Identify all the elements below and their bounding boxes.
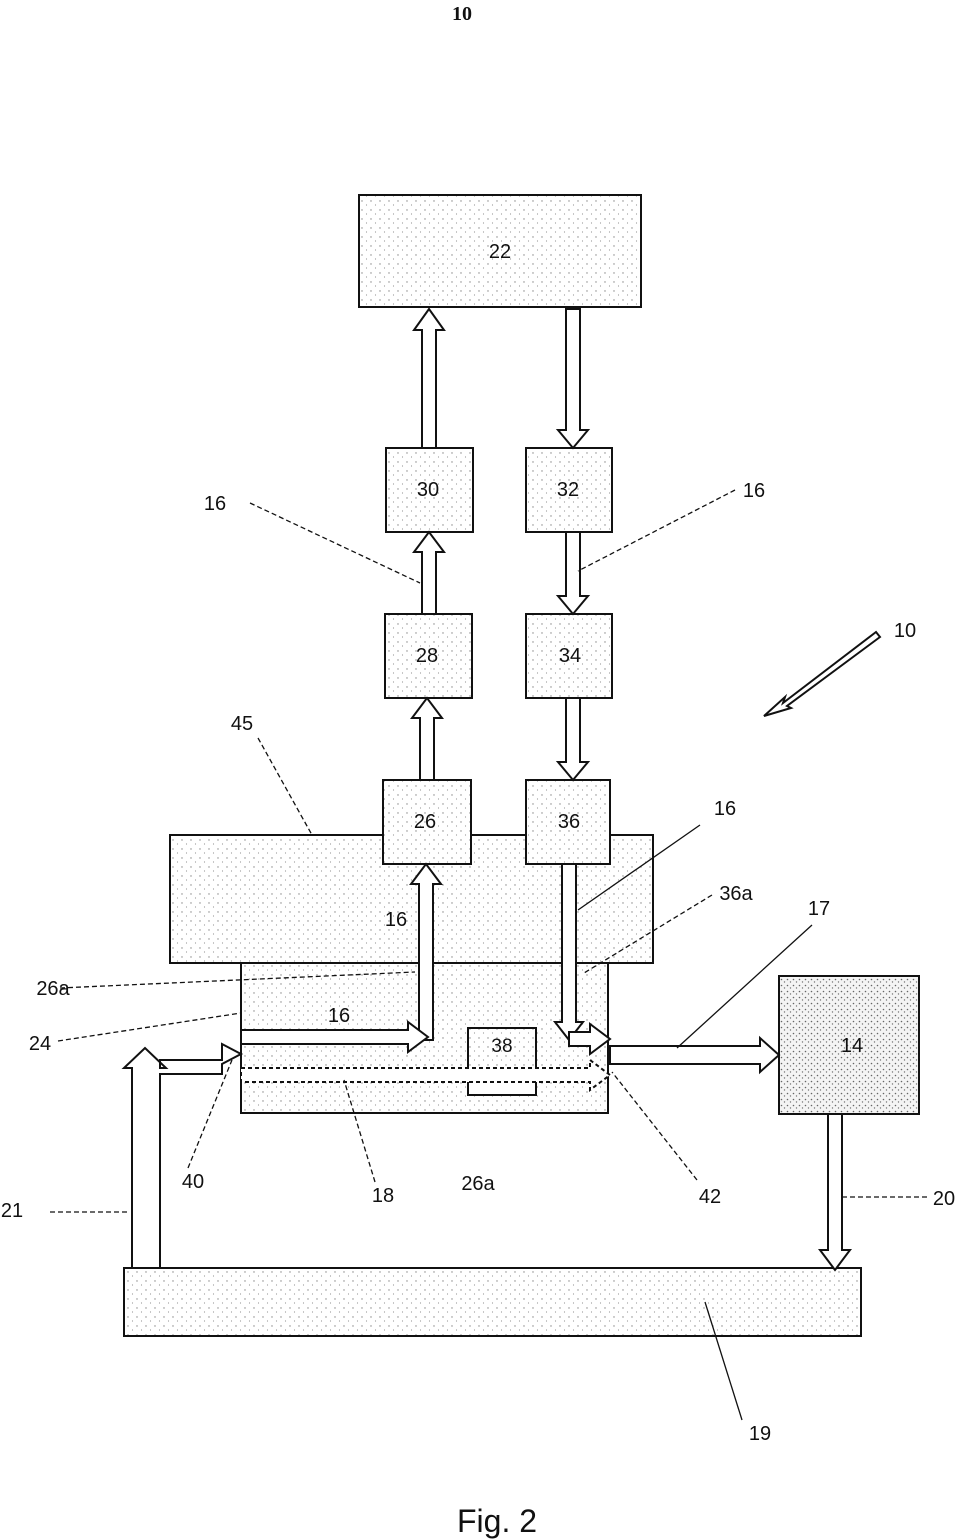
block-38-label: 38 [491,1036,512,1057]
label-36a: 36a [719,883,753,905]
arrow-21-return [121,1042,244,1269]
label-16-mid: 16 [714,798,736,820]
leader-16-mid [577,824,701,911]
label-26a-left: 26a [36,978,70,1000]
label-18: 18 [372,1185,394,1207]
block-30-label: 30 [417,479,439,501]
block-36-label: 36 [558,811,580,833]
leader-40 [187,1059,233,1169]
label-16-left: 16 [204,493,226,515]
label-21: 21 [1,1200,23,1222]
arrow-30-to-22 [412,307,446,449]
block-14: 14 [778,975,920,1115]
leader-16-left [249,502,421,584]
arrow-20-to-19 [818,1113,852,1272]
leader-19 [704,1301,743,1421]
base-19 [123,1267,862,1337]
block-28-label: 28 [416,645,438,667]
arrow-17-to-14 [609,1035,781,1075]
label-16-low: 16 [328,1005,350,1027]
block-38: 38 [467,1027,537,1071]
reference-arrow-10 [763,630,882,717]
leader-24 [57,1012,242,1042]
leader-16-right [577,489,736,572]
block-22-label: 22 [489,241,511,263]
block-22: 22 [358,194,642,308]
block-32: 32 [525,447,613,533]
arrow-28-to-30 [412,530,446,615]
label-19: 19 [749,1423,771,1445]
label-26a-bottom: 26a [461,1173,495,1195]
block-14-label: 14 [841,1035,863,1057]
leader-26a [59,971,416,989]
arrow-36-to-output [568,1022,612,1056]
label-45: 45 [231,713,253,735]
leader-18 [343,1079,376,1183]
arrow-26-to-28 [410,696,444,781]
arrow-22-to-32 [555,308,591,450]
block-34: 34 [525,613,613,699]
figure-caption: Fig. 2 [457,1503,537,1539]
block-32-label: 32 [557,479,579,501]
arrow-34-to-36 [555,697,591,782]
leader-45 [257,737,313,836]
label-16-inner: 16 [385,909,407,931]
block-28: 28 [384,613,473,699]
label-24: 24 [29,1033,51,1055]
label-42: 42 [699,1186,721,1208]
label-20: 20 [933,1188,955,1210]
slot-element [467,1080,537,1096]
label-10: 10 [894,620,916,642]
block-26: 26 [382,779,472,865]
block-36: 36 [525,779,611,865]
leader-42 [611,1071,698,1181]
arrow-unit-to-26 [409,862,443,1041]
arrow-16-to-column [240,1020,430,1054]
label-40: 40 [182,1171,204,1193]
leader-17 [676,924,813,1049]
arrow-32-to-34 [555,531,591,616]
block-34-label: 34 [559,645,581,667]
arrow-18-dotted [240,1058,612,1092]
label-16-right: 16 [743,480,765,502]
block-26-label: 26 [414,811,436,833]
leader-36a [583,894,713,974]
label-17: 17 [808,898,830,920]
page-number: 10 [452,3,472,25]
block-30: 30 [385,447,474,533]
